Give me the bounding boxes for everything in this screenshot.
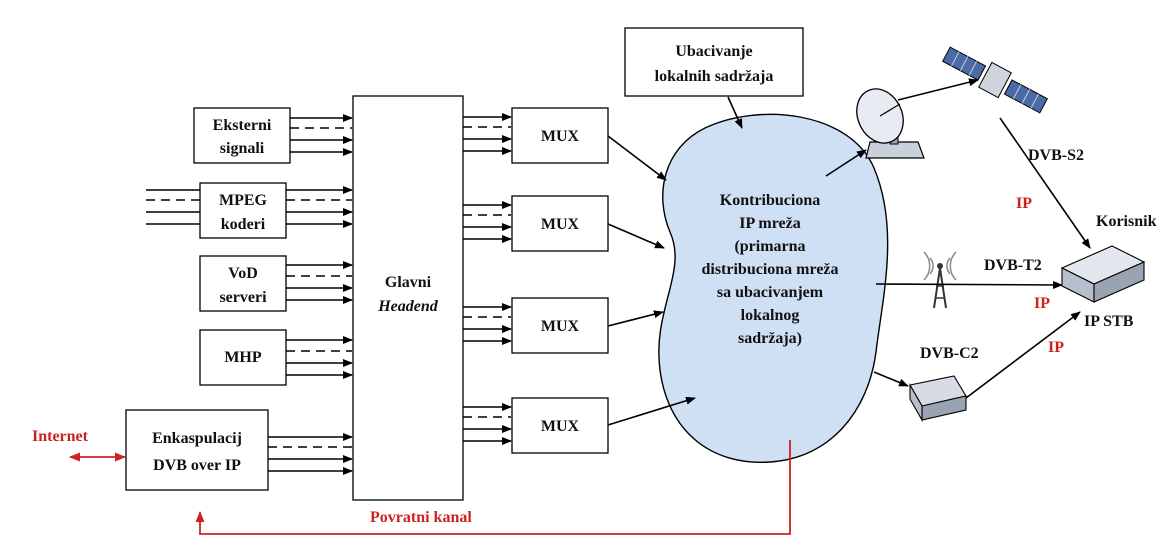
mhp-label: MHP — [224, 349, 262, 366]
injection-line-2: lokalnih sadržaja — [655, 68, 774, 85]
mpeg-label-2: koderi — [221, 216, 266, 233]
mux-box-2: MUX — [511, 195, 609, 252]
network-line-2: IP mreža — [739, 215, 800, 232]
network-line-3: (primarna — [734, 238, 805, 255]
network-line-7: sadržaja) — [738, 330, 802, 347]
network-line-1: Kontribuciona — [720, 192, 820, 209]
korisnik-label: Korisnik — [1096, 213, 1157, 230]
ip-stb-label: IP STB — [1084, 313, 1134, 330]
dvb-c2-label: DVB-C2 — [920, 345, 979, 362]
local-content-box: Ubacivanje lokalnih sadržaja — [624, 27, 804, 97]
cable-modem-icon — [909, 375, 967, 423]
network-line-5: sa ubacivanjem — [717, 284, 824, 301]
mux-box-1: MUX — [511, 107, 609, 164]
satellite-icon — [942, 46, 1048, 114]
mpeg-input-lines — [146, 189, 200, 225]
network-to-modem-arrow — [873, 371, 909, 387]
eksterni-label-1: Eksterni — [213, 117, 272, 134]
ip-label-s2: IP — [1016, 195, 1032, 212]
mpeg-koderi-box: MPEG koderi — [199, 182, 287, 239]
mux-label: MUX — [541, 418, 580, 435]
network-to-dish-arrow — [825, 149, 867, 177]
enkapsulacija-box: Enkaspulacij DVB over IP — [125, 409, 269, 491]
enkaps-label-1: Enkaspulacij — [152, 430, 242, 447]
headend-label-1: Glavni — [385, 274, 432, 291]
headend-to-mux-arrows — [463, 113, 512, 445]
mux-box-4: MUX — [511, 397, 609, 454]
mux-box-3: MUX — [511, 297, 609, 354]
mux-label: MUX — [541, 318, 580, 335]
mhp-box: MHP — [199, 329, 287, 386]
internet-label: Internet — [32, 428, 89, 445]
dvb-s2-label: DVB-S2 — [1028, 147, 1084, 164]
mux-label: MUX — [541, 128, 580, 145]
source-to-headend-arrows — [268, 114, 353, 475]
ip-label-c2: IP — [1048, 339, 1064, 356]
eksterni-label-2: signali — [220, 140, 265, 157]
eksterni-signali-box: Eksterni signali — [193, 107, 291, 164]
mux-label: MUX — [541, 216, 580, 233]
vod-label-2: serveri — [219, 289, 267, 306]
set-top-box-icon — [1060, 245, 1146, 303]
headend-label-2: Headend — [377, 298, 439, 315]
network-to-stb-terrestrial-arrow — [875, 280, 1063, 289]
enkaps-label-2: DVB over IP — [153, 457, 241, 474]
mpeg-label-1: MPEG — [219, 192, 268, 209]
injection-line-1: Ubacivanje — [675, 43, 752, 60]
satellite-to-stb-arrow — [999, 117, 1091, 249]
ip-label-t2: IP — [1034, 295, 1050, 312]
injection-arrow — [727, 96, 743, 129]
antenna-tower-icon — [923, 251, 957, 309]
modem-to-stb-arrow — [965, 311, 1081, 399]
dish-to-satellite-arrow — [897, 78, 979, 101]
mux-to-network-arrows — [607, 135, 696, 426]
return-channel-label: Povratni kanal — [370, 509, 472, 526]
satellite-dish-icon — [856, 88, 925, 159]
vod-label-1: VoD — [228, 265, 258, 282]
dvb-t2-label: DVB-T2 — [984, 257, 1042, 274]
network-line-6: lokalnog — [741, 307, 800, 324]
vod-serveri-box: VoD serveri — [199, 255, 287, 312]
headend-box: Glavni Headend — [352, 95, 464, 501]
return-channel-path — [195, 440, 791, 535]
network-line-4: distribuciona mreža — [701, 261, 838, 278]
contribution-network-cloud: Kontribuciona IP mreža (primarna distrib… — [658, 113, 889, 463]
